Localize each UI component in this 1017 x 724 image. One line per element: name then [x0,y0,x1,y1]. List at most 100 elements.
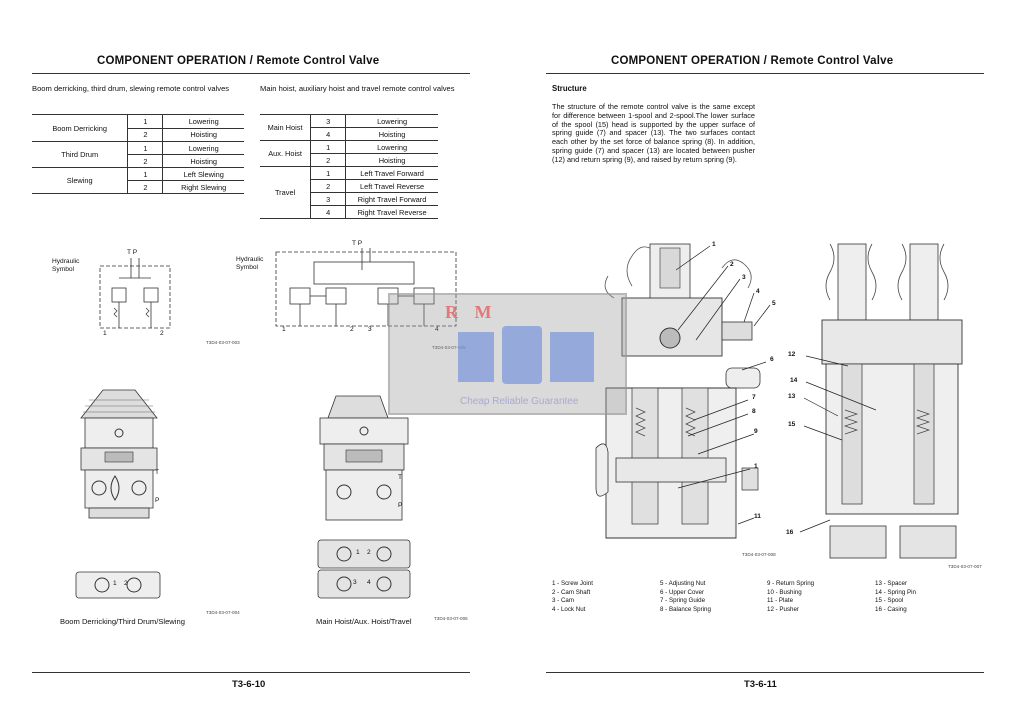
table-b-num: 1 [310,140,347,154]
callout-6: 6 [770,356,774,363]
legend-item: 14 - Spring Pin [875,588,916,596]
legend-item: 1 - Screw Joint [552,580,593,587]
callout-11: 11 [754,513,761,520]
valve-table-b: Main Hoist 3 Lowering 4 Hoisting Aux. Hoist… [260,114,438,219]
hyd-port-2-b: 2 [350,326,354,333]
hyd-symbol-label-b: Hydraulic Symbol [236,256,264,271]
watermark-logo [458,326,594,384]
figure-caption-b: Main Hoist/Aux. Hoist/Travel [316,617,412,626]
table-a-group: Slewing [66,176,93,185]
callout-9: 9 [754,428,758,435]
table-a-num: 2 [127,180,164,194]
table-b-op: Hoisting [345,153,438,167]
page-number-right: T3-6-11 [744,679,777,690]
title-rule-right [546,73,984,74]
table-a-op: Left Slewing [162,167,244,181]
table-b-num: 2 [310,179,347,193]
table-a-group: Third Drum [61,150,99,159]
table-b-op: Right Travel Forward [345,192,438,206]
table-b-num: 4 [310,205,347,219]
table-b-group: Main Hoist [267,123,303,132]
table-b-group: Aux. Hoist [268,149,302,158]
callout-5: 5 [772,300,776,307]
hyd-port-3-b: 3 [368,326,372,333]
caption-a: Boom derricking, third drum, slewing rem… [32,84,230,93]
watermark-brand: R M [445,302,498,322]
figure-code-4: T3D4-03-07-006 [434,616,468,621]
parts-legend-col-1: 1 - Screw Joint 2 - Cam Shaft 3 - Cam 4 … [552,580,593,614]
port-t-label-b: T [398,474,403,481]
remote-valve-section-drawing-2spool [821,243,963,559]
figure-code-1: T3D4-03-07-003 [206,340,240,345]
hyd-port-2-a: 2 [160,330,164,337]
hyd-port-1-a: 1 [103,330,107,337]
hyd-tp-label-b: T P [352,240,363,247]
structure-heading: Structure [552,84,587,93]
port-t-label-a: T [155,469,160,476]
bottom-port-3-b: 3 [353,579,357,586]
table-b-num: 3 [310,192,347,206]
callout-2: 2 [730,261,734,268]
joystick-valve-drawing-b [319,395,409,521]
legend-item: 5 - Adjusting Nut [660,580,706,587]
bottom-port-2-a: 2 [124,580,128,587]
callout-leaders [675,245,877,533]
table-a-num: 1 [127,167,164,181]
port-p-label-b: P [398,502,403,509]
table-a-group: Boom Derricking [52,123,108,133]
hyd-symbol-label-a: Hydraulic Symbol [52,258,80,273]
title-rule-left [32,73,470,74]
table-a-op: Lowering [162,114,244,129]
parts-legend-col-4: 13 - Spacer 14 - Spring Pin 15 - Spool 1… [875,580,916,614]
bottom-port-2-b: 2 [367,549,371,556]
table-a-op: Lowering [162,141,244,155]
caption-b: Main hoist, auxiliary hoist and travel r… [260,84,455,93]
hydraulic-symbol-diagram-a [99,258,171,329]
callout-7: 7 [752,394,756,401]
valve-bottom-view-a [75,571,161,599]
parts-legend-col-2: 5 - Adjusting Nut 6 - Upper Cover 7 - Sp… [660,580,711,614]
legend-item: 4 - Lock Nut [552,605,586,613]
legend-item: 12 - Pusher [767,605,799,613]
figure-caption-a: Boom Derricking/Third Drum/Slewing [60,617,185,626]
hyd-tp-label-a: T P [127,249,138,256]
legend-item: 8 - Balance Spring [660,605,711,613]
page-title-right: COMPONENT OPERATION / Remote Control Val… [611,55,894,67]
legend-item: 13 - Spacer [875,580,907,587]
valve-bottom-view-b [317,539,411,599]
table-b-op: Hoisting [345,127,438,141]
table-b-op: Lowering [345,114,438,128]
table-b-op: Right Travel Reverse [345,205,438,219]
callout-1: 1 [712,241,716,248]
table-a-op: Hoisting [162,154,244,168]
callout-13: 13 [788,393,796,400]
table-a-num: 2 [127,154,164,168]
hyd-port-1-b: 1 [282,326,286,333]
callout-15: 15 [788,421,796,428]
table-a-op: Right Slewing [162,180,244,194]
figure-code-a: T3D4-03-07-008 [742,552,776,557]
callout-12: 12 [788,351,796,358]
legend-item: 15 - Spool [875,597,904,605]
legend-item: 11 - Plate [767,597,794,605]
remote-valve-section-drawing [595,243,761,539]
figure-code-2: T3D4-03-07-005 [432,345,466,350]
joystick-valve-drawing-a [80,389,158,519]
callout-4: 4 [756,288,760,295]
table-b-op: Lowering [345,140,438,154]
table-b-num: 1 [310,166,347,180]
table-a-num: 1 [127,141,164,155]
page-title-left: COMPONENT OPERATION / Remote Control Val… [97,55,380,67]
bottom-port-1-a: 1 [113,580,117,587]
legend-item: 6 - Upper Cover [660,588,705,596]
structure-paragraph: The structure of the remote control valv… [552,102,755,164]
legend-item: 7 - Spring Guide [660,597,706,605]
legend-item: 9 - Return Spring [767,580,815,587]
table-b-group: Travel [274,188,296,197]
callout-8: 8 [752,408,756,415]
table-b-op: Left Travel Reverse [345,179,438,193]
table-b-op: Left Travel Forward [345,166,438,180]
callout-16: 16 [786,529,794,536]
callout-14: 14 [790,377,798,384]
